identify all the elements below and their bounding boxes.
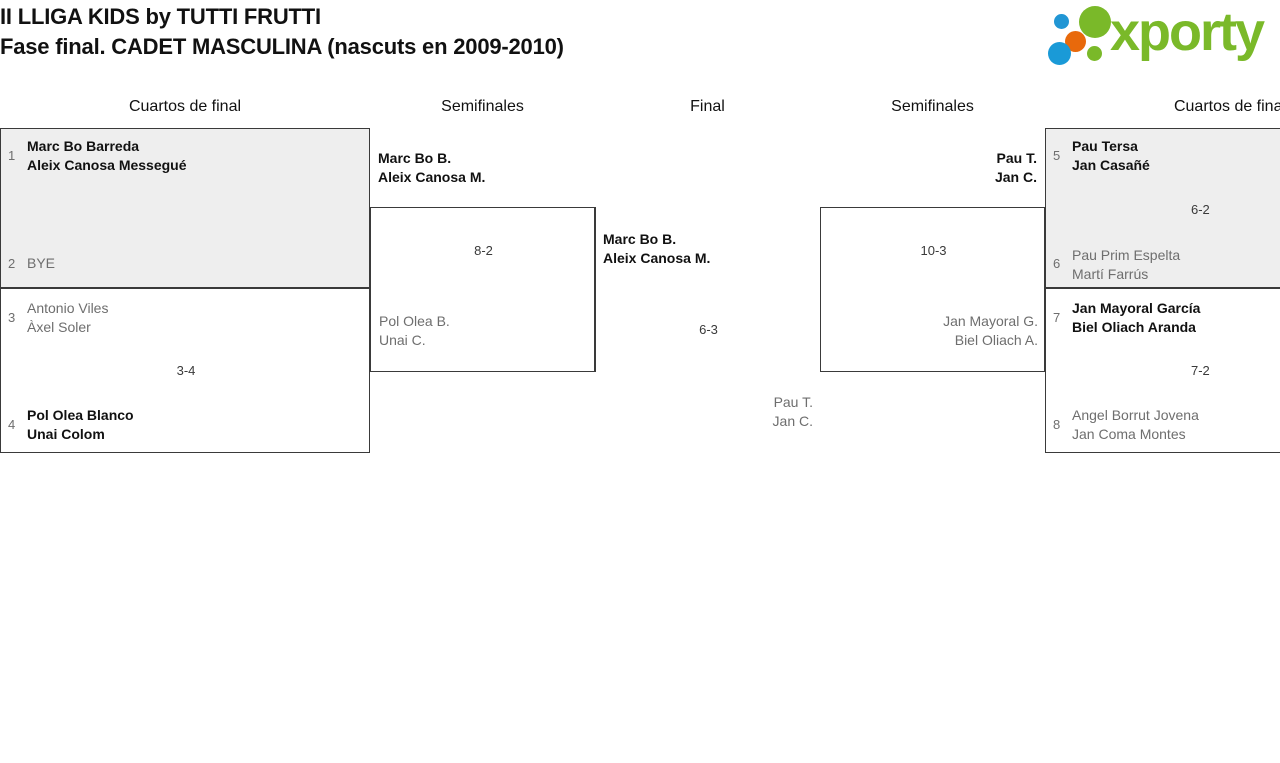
team-bottom: Angel Borrut Jovena Jan Coma Montes <box>1072 406 1199 444</box>
team-top: Pau Tersa Jan Casañé <box>1072 137 1150 175</box>
player-name: Jan Mayoral García <box>1072 300 1201 316</box>
player-name: Jan C. <box>772 413 813 429</box>
player-name: Biel Oliach A. <box>954 332 1038 348</box>
player-name: Jan Mayoral G. <box>943 313 1038 329</box>
match-quarterfinal-left-1[interactable]: 1 Marc Bo Barreda Aleix Canosa Messegué … <box>0 128 370 288</box>
seed-number: 6 <box>1053 256 1061 271</box>
semifinal-left-winner-label: Marc Bo B. Aleix Canosa M. <box>378 149 485 187</box>
match-semifinal-left[interactable]: Pol Olea B. Unai C. 8-2 <box>370 207 595 372</box>
team-top: Marc Bo B. Aleix Canosa M. <box>603 230 710 268</box>
match-score: 8-2 <box>474 243 493 258</box>
match-quarterfinal-right-2[interactable]: 7 Jan Mayoral García Biel Oliach Aranda … <box>1045 288 1280 453</box>
match-score: 7-2 <box>1191 363 1210 378</box>
final-champion-label: Marc Bo B. Aleix Canosa M. <box>603 230 710 268</box>
player-name: Unai Colom <box>27 426 105 442</box>
final-runner-up-label: Pau T. Jan C. <box>595 393 813 431</box>
team-bottom: Jan Mayoral G. Biel Oliach A. <box>821 312 1038 350</box>
tournament-title: II LLIGA KIDS by TUTTI FRUTTI Fase final… <box>0 2 564 62</box>
team-bottom: Pol Olea Blanco Unai Colom <box>27 406 134 444</box>
player-name: Pau Prim Espelta <box>1072 247 1181 263</box>
player-name: Martí Farrús <box>1072 266 1149 282</box>
player-name: Marc Bo Barreda <box>27 138 140 154</box>
round-header-semifinals-right: Semifinales <box>891 98 974 115</box>
semifinal-right-winner-label: Pau T. Jan C. <box>820 149 1037 187</box>
player-name: Jan Casañé <box>1072 157 1150 173</box>
team-bottom: Pol Olea B. Unai C. <box>379 312 450 350</box>
match-score: 6-2 <box>1191 202 1210 217</box>
player-name: Pau T. <box>773 394 813 410</box>
player-name: Aleix Canosa M. <box>378 169 486 185</box>
team-top: Jan Mayoral García Biel Oliach Aranda <box>1072 299 1200 337</box>
logo-dot-green-large-icon <box>1079 6 1111 38</box>
tournament-title-line-2: Fase final. CADET MASCULINA (nascuts en … <box>0 34 564 59</box>
player-name: Pau T. <box>996 150 1037 166</box>
logo-dot-blue-large-icon <box>1048 42 1071 65</box>
match-semifinal-right[interactable]: Jan Mayoral G. Biel Oliach A. 10-3 <box>820 207 1045 372</box>
match-score: 6-3 <box>699 322 718 337</box>
seed-number: 5 <box>1053 148 1061 163</box>
round-header-semifinals-left: Semifinales <box>441 98 524 115</box>
player-name: Jan C. <box>994 169 1037 185</box>
player-name: Unai C. <box>379 332 426 348</box>
player-name: BYE <box>27 255 56 271</box>
player-name: Pol Olea B. <box>379 313 450 329</box>
tournament-title-line-1: II LLIGA KIDS by TUTTI FRUTTI <box>0 4 321 29</box>
player-name: Aleix Canosa M. <box>603 250 711 266</box>
match-final[interactable]: 6-3 <box>595 207 820 372</box>
logo-dot-blue-small-icon <box>1054 14 1069 29</box>
round-header-quarterfinals-left: Cuartos de final <box>128 98 242 115</box>
team-bottom: Pau T. Jan C. <box>595 393 813 431</box>
team-top: Antonio Viles Àxel Soler <box>27 299 108 337</box>
player-name: Antonio Viles <box>27 300 109 316</box>
xporty-logo[interactable]: xporty <box>1048 2 1276 68</box>
team-top: Marc Bo B. Aleix Canosa M. <box>378 149 485 187</box>
seed-number: 4 <box>8 417 16 432</box>
round-header-final: Final <box>690 98 725 115</box>
team-bottom: Pau Prim Espelta Martí Farrús <box>1072 246 1180 284</box>
seed-number: 2 <box>8 256 16 271</box>
player-name: Marc Bo B. <box>603 231 677 247</box>
logo-dot-green-small-icon <box>1087 46 1102 61</box>
match-quarterfinal-right-1[interactable]: 5 Pau Tersa Jan Casañé 6 Pau Prim Espelt… <box>1045 128 1280 288</box>
team-top: Pau T. Jan C. <box>820 149 1037 187</box>
seed-number: 8 <box>1053 417 1061 432</box>
player-name: Pol Olea Blanco <box>27 407 134 423</box>
match-quarterfinal-left-2[interactable]: 3 Antonio Viles Àxel Soler 4 Pol Olea Bl… <box>0 288 370 453</box>
player-name: Pau Tersa <box>1072 138 1138 154</box>
logo-dot-orange-icon <box>1065 31 1086 52</box>
team-top: Marc Bo Barreda Aleix Canosa Messegué <box>27 137 187 175</box>
player-name: Àxel Soler <box>27 319 91 335</box>
logo-wordmark: xporty <box>1110 2 1265 62</box>
player-name: Marc Bo B. <box>378 150 452 166</box>
match-score: 10-3 <box>920 243 947 258</box>
round-header-quarterfinals-right: Cuartos de final <box>1173 98 1280 115</box>
player-name: Biel Oliach Aranda <box>1072 319 1196 335</box>
player-name: Aleix Canosa Messegué <box>27 157 187 173</box>
seed-number: 3 <box>8 310 16 325</box>
team-bottom: BYE <box>27 254 55 273</box>
player-name: Angel Borrut Jovena <box>1072 407 1199 423</box>
seed-number: 1 <box>8 148 16 163</box>
player-name: Jan Coma Montes <box>1072 426 1186 442</box>
match-score: 3-4 <box>176 363 196 378</box>
page-header: II LLIGA KIDS by TUTTI FRUTTI Fase final… <box>0 0 1280 88</box>
seed-number: 7 <box>1053 310 1061 325</box>
